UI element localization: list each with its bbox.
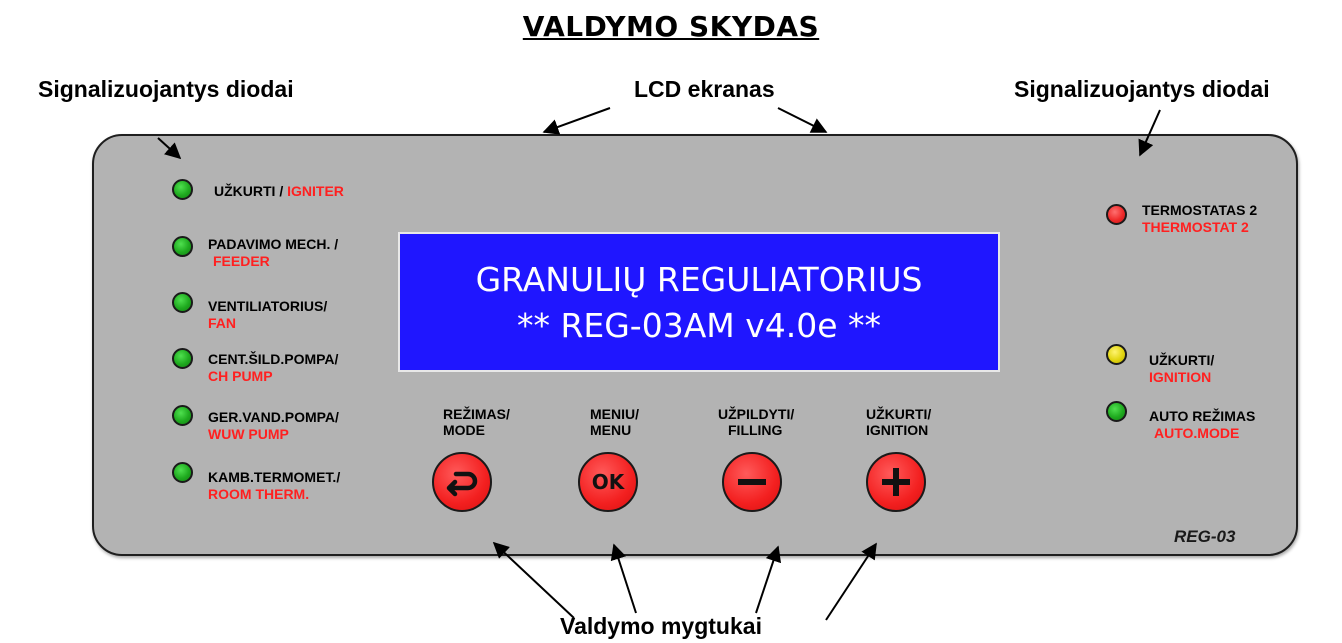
callout-leds-left: Signalizuojantys diodai [38,76,294,102]
lcd-line-1: GRANULIŲ REGULIATORIUS [475,260,923,299]
page-title: VALDYMO SKYDAS [522,10,820,43]
arrow-lcd-left [542,107,611,135]
arrow-leds-right [1138,109,1161,157]
arrow-btn-mode [492,541,575,619]
led-igniter [172,179,193,200]
label-wuw-pump: GER.VAND.POMPA/WUW PUMP [208,409,339,442]
mode-button[interactable] [432,452,492,512]
lcd-line-2: ** REG-03AM v4.0e ** [516,306,882,345]
ok-icon: OK [591,470,625,494]
arrow-leds-left [157,137,182,160]
led-ignition [1106,344,1127,365]
label-igniter: UŽKURTI / IGNITER [214,183,344,199]
label-room-therm: KAMB.TERMOMET./ROOM THERM. [208,469,341,502]
return-arrow-icon [446,471,478,497]
menu-ok-button[interactable]: OK [578,452,638,512]
arrow-btn-minus [755,545,782,614]
minus-icon [738,479,766,485]
label-mode-button: REŽIMAS/MODE [443,406,510,438]
label-feeder: PADAVIMO MECH. /FEEDER [208,236,339,269]
lcd-screen: GRANULIŲ REGULIATORIUS ** REG-03AM v4.0e… [398,232,1000,372]
led-thermostat-2 [1106,204,1127,225]
label-ch-pump: CENT.ŠILD.POMPA/CH PUMP [208,351,339,384]
led-fan [172,292,193,313]
callout-leds-right: Signalizuojantys diodai [1014,76,1270,102]
callout-lcd: LCD ekranas [634,76,775,102]
arrow-lcd-right [777,107,828,133]
led-auto-mode [1106,401,1127,422]
ignition-plus-button[interactable] [866,452,926,512]
led-feeder [172,236,193,257]
model-label: REG-03 [1174,527,1236,546]
plus-icon [882,468,910,496]
led-ch-pump [172,348,193,369]
label-ignition: UŽKURTI/IGNITION [1149,352,1215,385]
label-fan: VENTILIATORIUS/FAN [208,298,328,331]
label-filling-button: UŽPILDYTI/FILLING [718,406,795,438]
label-menu-button: MENIU/MENU [590,406,639,438]
callout-buttons: Valdymo mygtukai [560,613,762,639]
filling-minus-button[interactable] [722,452,782,512]
arrow-btn-plus [825,542,877,621]
led-wuw-pump [172,405,193,426]
arrow-btn-ok [610,543,637,614]
label-ignition-button: UŽKURTI/IGNITION [866,406,932,438]
led-room-therm [172,462,193,483]
